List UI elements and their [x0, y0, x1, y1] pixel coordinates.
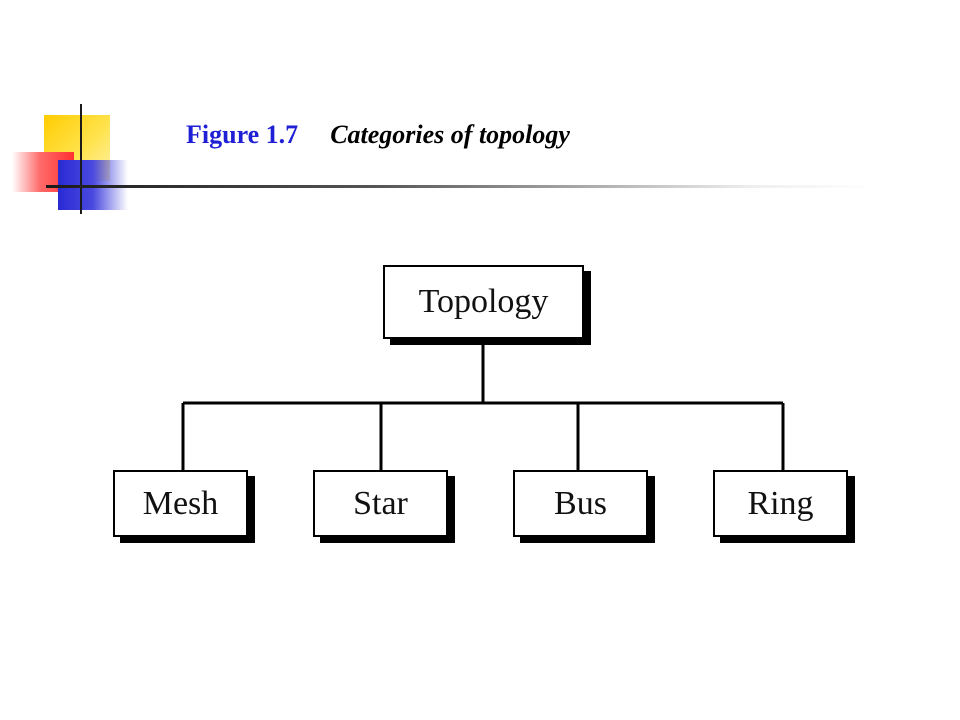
node-bus: Bus [513, 470, 648, 537]
slide-title: Figure 1.7 Categories of topology [186, 120, 570, 150]
title-underline [46, 185, 876, 188]
node-mesh: Mesh [113, 470, 248, 537]
node-ring: Ring [713, 470, 848, 537]
ornament-vertical-line [80, 104, 82, 214]
node-topology: Topology [383, 265, 584, 339]
node-star: Star [313, 470, 448, 537]
figure-caption: Categories of topology [330, 120, 570, 149]
figure-number: Figure 1.7 [186, 120, 299, 149]
